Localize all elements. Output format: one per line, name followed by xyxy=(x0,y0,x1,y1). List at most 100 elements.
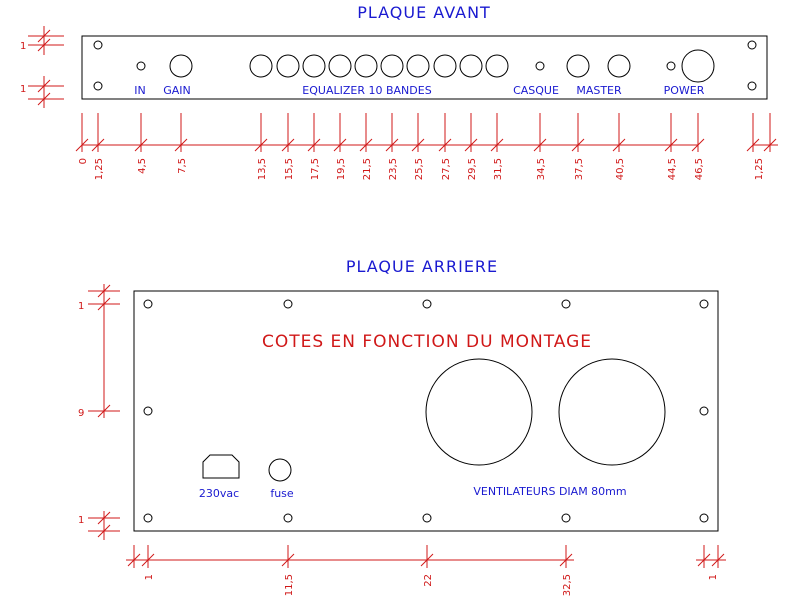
front-side-dim-top: 1 xyxy=(20,41,26,52)
rear-screw-holes xyxy=(143,299,709,523)
front-dim-label: 0 xyxy=(78,158,89,164)
front-dim-tick xyxy=(91,138,105,152)
rear-dim-label: 32,5 xyxy=(562,574,573,596)
fan-cutout-left xyxy=(425,358,533,466)
front-screw-hole xyxy=(93,40,103,50)
front-panel-title: PLAQUE AVANT xyxy=(357,3,491,22)
rear-dimension-chain: 1 11,5 22 32,5 1 xyxy=(126,545,726,596)
rear-dim-tick xyxy=(697,553,711,567)
front-dim-label: 15,5 xyxy=(284,158,295,180)
label-gain: GAIN xyxy=(163,84,191,97)
rear-dim-tick xyxy=(420,553,434,567)
front-dim-tick xyxy=(134,138,148,152)
label-casque: CASQUE xyxy=(513,84,559,97)
gain-pot-hole xyxy=(169,54,193,78)
master-pot-hole-2 xyxy=(607,54,631,78)
eq-pot-hole-10 xyxy=(485,54,509,78)
input-jack-hole xyxy=(136,61,146,71)
front-screw-hole xyxy=(747,81,757,91)
rear-side-dim-bottom: 1 xyxy=(78,515,84,526)
front-dim-tick xyxy=(174,138,188,152)
label-in: IN xyxy=(134,84,145,97)
rear-panel-title: PLAQUE ARRIERE xyxy=(346,257,498,276)
front-dim-tick xyxy=(75,138,89,152)
fan-cutout-right xyxy=(558,358,666,466)
label-power: POWER xyxy=(664,84,705,97)
front-side-dimensions: 1 1 xyxy=(20,26,64,108)
front-dim-label: 7,5 xyxy=(177,158,188,174)
eq-pot-hole-6 xyxy=(380,54,404,78)
label-230vac: 230vac xyxy=(199,487,239,500)
eq-pot-hole-9 xyxy=(459,54,483,78)
rear-side-dim-middle: 9 xyxy=(78,408,84,419)
rear-dim-tick xyxy=(711,553,725,567)
front-dim-label: 25,5 xyxy=(414,158,425,180)
front-dim-tick xyxy=(490,138,504,152)
rear-dim-label: 1 xyxy=(708,574,719,580)
front-dim-tick xyxy=(612,138,626,152)
rear-dim-label: 11,5 xyxy=(284,574,295,596)
rear-dim-tick xyxy=(281,553,295,567)
eq-pot-hole-7 xyxy=(406,54,430,78)
rear-panel-outline xyxy=(133,290,719,532)
label-master: MASTER xyxy=(576,84,622,97)
front-dim-tick xyxy=(438,138,452,152)
front-dim-tick xyxy=(691,138,705,152)
mounting-note: COTES EN FONCTION DU MONTAGE xyxy=(262,332,592,352)
front-dim-label: 40,5 xyxy=(615,158,626,180)
power-led-hole xyxy=(666,61,676,71)
power-switch-hole xyxy=(681,49,715,83)
fuse-holder-hole xyxy=(268,458,292,482)
rear-dim-label: 1 xyxy=(144,574,155,580)
front-dim-label: 44,5 xyxy=(667,158,678,180)
label-fans: VENTILATEURS DIAM 80mm xyxy=(473,485,626,498)
front-dim-tick xyxy=(746,138,760,152)
front-dim-label: 4,5 xyxy=(137,158,148,174)
front-dim-label: 1,25 xyxy=(754,158,765,180)
front-dim-label: 23,5 xyxy=(388,158,399,180)
iec-inlet-cutout xyxy=(202,454,240,479)
front-screw-hole xyxy=(747,40,757,50)
front-dim-tick xyxy=(664,138,678,152)
eq-pot-hole-2 xyxy=(276,54,300,78)
front-panel-outline xyxy=(81,35,768,100)
label-equalizer: EQUALIZER 10 BANDES xyxy=(302,84,431,97)
front-dim-tick xyxy=(411,138,425,152)
eq-pot-hole-1 xyxy=(249,54,273,78)
label-fuse: fuse xyxy=(270,487,294,500)
front-dim-label: 19,5 xyxy=(336,158,347,180)
front-dim-label: 29,5 xyxy=(467,158,478,180)
front-screw-hole xyxy=(93,81,103,91)
front-dim-label: 1,25 xyxy=(94,158,105,180)
front-side-dim-bottom: 1 xyxy=(20,84,26,95)
rear-dim-tick xyxy=(127,553,141,567)
front-dim-tick xyxy=(763,138,777,152)
front-dim-tick xyxy=(464,138,478,152)
front-dim-label: 17,5 xyxy=(310,158,321,180)
headphone-jack-hole xyxy=(535,61,545,71)
front-dim-label: 13,5 xyxy=(257,158,268,180)
eq-pot-hole-5 xyxy=(354,54,378,78)
rear-side-dimensions: 1 9 1 xyxy=(78,284,120,540)
rear-dim-label: 22 xyxy=(423,574,434,587)
eq-pot-hole-4 xyxy=(328,54,352,78)
rear-side-dim-top: 1 xyxy=(78,301,84,312)
front-dim-label: 31,5 xyxy=(493,158,504,180)
front-dim-label: 27,5 xyxy=(441,158,452,180)
front-dim-label: 21,5 xyxy=(362,158,373,180)
front-dim-tick xyxy=(533,138,547,152)
front-dim-label: 46,5 xyxy=(694,158,705,180)
front-dim-tick xyxy=(571,138,585,152)
equalizer-holes xyxy=(249,54,509,78)
front-dim-tick xyxy=(333,138,347,152)
eq-pot-hole-8 xyxy=(433,54,457,78)
front-dim-tick xyxy=(385,138,399,152)
front-dim-tick xyxy=(254,138,268,152)
master-pot-hole xyxy=(566,54,590,78)
front-dim-tick xyxy=(281,138,295,152)
front-dim-tick xyxy=(307,138,321,152)
front-dim-label: 37,5 xyxy=(574,158,585,180)
rear-dim-tick xyxy=(559,553,573,567)
eq-pot-hole-3 xyxy=(302,54,326,78)
